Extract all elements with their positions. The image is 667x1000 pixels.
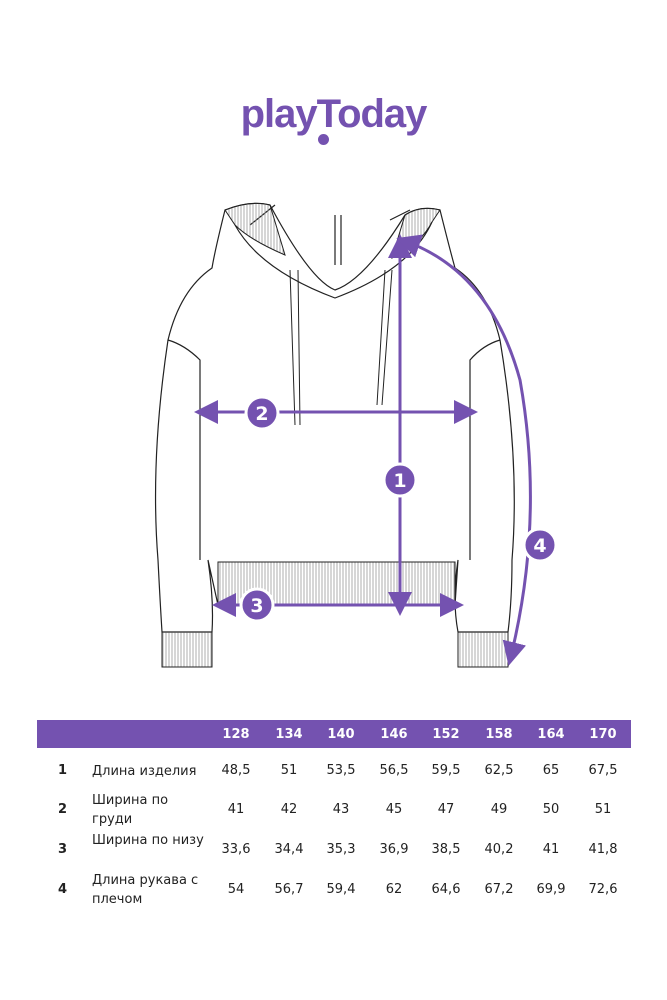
table-cell: 59,4 [326, 882, 356, 897]
table-cell: 67,2 [484, 882, 514, 897]
table-cell: 54 [227, 882, 245, 897]
table-cell: 50 [542, 802, 560, 817]
table-cell: 53,5 [326, 763, 356, 778]
table-cell: 59,5 [431, 763, 461, 778]
marker-4: 4 [522, 527, 558, 563]
row-label: Ширина по низу [92, 833, 204, 848]
table-cell: 38,5 [431, 842, 461, 857]
table-cell: 35,3 [326, 842, 356, 857]
table-cell: 49 [490, 802, 508, 817]
table-cell: 51 [594, 802, 612, 817]
table-cell: 41 [227, 802, 245, 817]
table-cell: 45 [385, 802, 403, 817]
size-header: 152 [432, 727, 460, 742]
table-cell: 40,2 [484, 842, 514, 857]
row-number: 2 [58, 802, 68, 817]
table-cell: 41 [542, 842, 560, 857]
drawstrings [289, 269, 393, 426]
right-cuff [457, 631, 509, 668]
table-cell: 41,8 [588, 842, 618, 857]
table-cell: 43 [332, 802, 350, 817]
table-cell: 51 [280, 763, 298, 778]
marker-2: 2 [244, 395, 280, 431]
marker-3: 3 [239, 587, 275, 623]
size-header: 134 [275, 727, 303, 742]
measure-line-4 [396, 234, 532, 666]
row-label: Ширина по груди [92, 793, 169, 827]
brand-logo: playToday [240, 92, 428, 136]
table-cell: 64,6 [431, 882, 461, 897]
table-cell: 36,9 [379, 842, 409, 857]
size-header: 170 [589, 727, 617, 742]
logo-dot [318, 134, 329, 145]
size-header: 128 [222, 727, 250, 742]
row-label: Длина изделия [92, 764, 197, 779]
hood-rib-left [224, 202, 286, 256]
marker-label: 3 [250, 595, 263, 617]
table-cell: 34,4 [274, 842, 304, 857]
row-number: 1 [58, 763, 68, 778]
left-cuff [161, 631, 213, 668]
table-cell: 47 [437, 802, 455, 817]
marker-label: 1 [393, 470, 406, 492]
hoodie-diagram: 1 2 3 4 [154, 202, 558, 668]
row-number: 3 [58, 842, 68, 857]
size-table-header: 128 134 140 146 152 158 164 170 [37, 720, 631, 748]
table-cell: 56,7 [274, 882, 304, 897]
table-cell: 42 [280, 802, 298, 817]
table-cell: 48,5 [221, 763, 251, 778]
size-header: 164 [537, 727, 565, 742]
size-header: 140 [327, 727, 355, 742]
table-cell: 69,9 [536, 882, 566, 897]
table-cell: 72,6 [588, 882, 618, 897]
row-label: Длина рукава с плечом [92, 873, 199, 907]
table-cell: 33,6 [221, 842, 251, 857]
size-header: 146 [380, 727, 408, 742]
table-cell: 65 [542, 763, 560, 778]
table-cell: 67,5 [588, 763, 618, 778]
marker-label: 4 [533, 535, 546, 557]
size-header: 158 [485, 727, 513, 742]
row-number: 4 [58, 882, 68, 897]
table-cell: 62,5 [484, 763, 514, 778]
table-cell: 62 [385, 882, 403, 897]
marker-1: 1 [382, 462, 418, 498]
marker-label: 2 [255, 403, 268, 425]
table-cell: 56,5 [379, 763, 409, 778]
